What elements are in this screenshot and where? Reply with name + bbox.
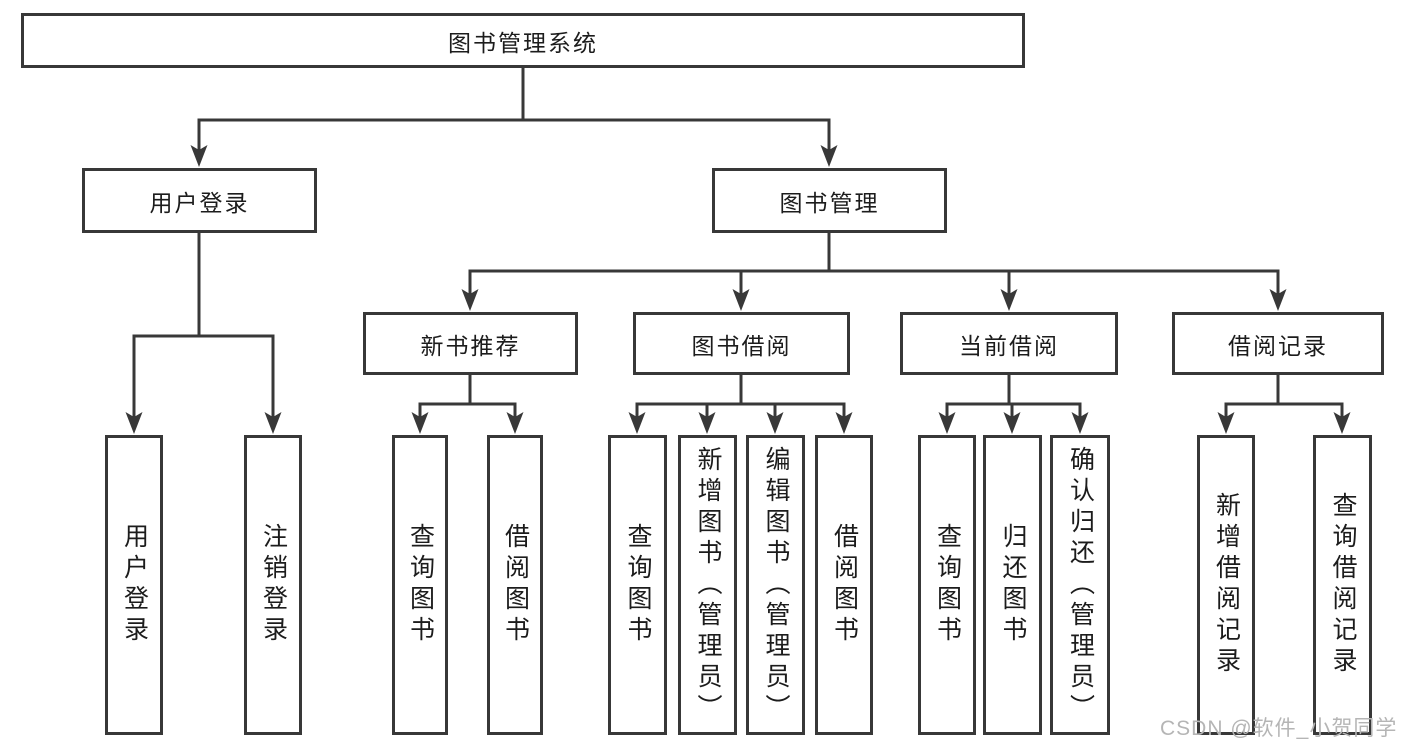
leaf-query-books-current: 查询图书 [918,435,976,735]
node-library-system: 图书管理系统 [21,13,1025,68]
node-borrowing-records: 借阅记录 [1172,312,1384,375]
leaf-borrow-books: 借阅图书 [815,435,873,735]
leaf-confirm-return-admin: 确认归还（管理员） [1050,435,1110,735]
csdn-watermark: CSDN @软件_小贺同学 [1160,717,1398,740]
leaf-edit-books-admin: 编辑图书（管理员） [746,435,805,735]
node-new-book-recommendation: 新书推荐 [363,312,578,375]
node-book-management: 图书管理 [712,168,947,233]
leaf-add-borrow-record: 新增借阅记录 [1197,435,1255,735]
leaf-logout: 注销登录 [244,435,302,735]
leaf-return-books: 归还图书 [983,435,1042,735]
leaf-add-books-admin: 新增图书（管理员） [678,435,737,735]
leaf-query-borrow-record: 查询借阅记录 [1313,435,1372,735]
leaf-query-books-recommend: 查询图书 [392,435,448,735]
node-book-borrowing: 图书借阅 [633,312,850,375]
leaf-query-books-borrow: 查询图书 [608,435,667,735]
leaf-user-login: 用户登录 [105,435,163,735]
node-current-borrowing: 当前借阅 [900,312,1118,375]
node-user-login: 用户登录 [82,168,317,233]
leaf-borrow-books-recommend: 借阅图书 [487,435,543,735]
